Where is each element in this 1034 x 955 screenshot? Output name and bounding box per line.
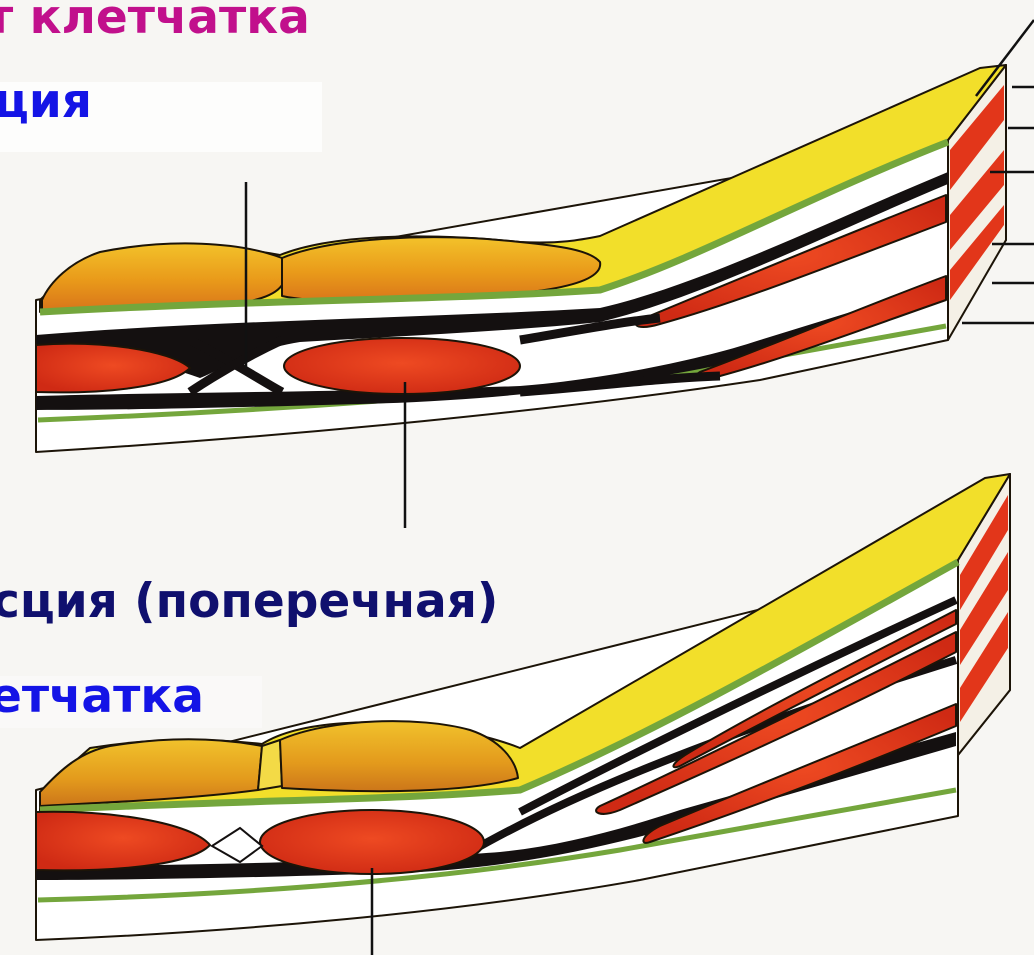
label-top-title: т клетчатка: [0, 0, 310, 41]
top-muscle: [284, 338, 520, 394]
label-top-fascia: ция: [0, 78, 92, 125]
label-bottom-fascia: сция (поперечная): [0, 578, 498, 625]
bottom-muscle: [260, 810, 484, 874]
bottom-fat-groove: [258, 740, 282, 790]
label-bottom-tissue: етчатка: [0, 673, 204, 720]
